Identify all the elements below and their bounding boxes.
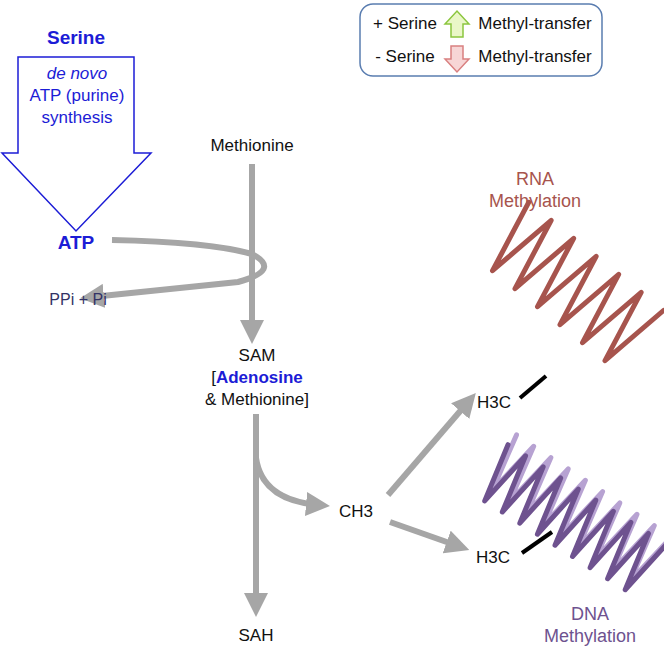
rna-strand: [493, 202, 664, 360]
flow-arrow: [253, 414, 259, 605]
legend-text: Methyl-transfer: [478, 14, 591, 34]
node-text: ATP (purine) synthesis: [22, 85, 132, 129]
legend-box: [360, 4, 602, 76]
node-heading: de novo: [22, 63, 132, 85]
down-arrow: [445, 46, 469, 72]
metabolite: SAH: [239, 626, 274, 646]
byproduct: PPi + Pi: [49, 290, 106, 309]
flow-arrow: [388, 402, 468, 495]
bracket: [: [211, 368, 216, 388]
methyl-bond: [522, 532, 552, 553]
methyl-group: H3C: [477, 393, 511, 413]
legend-text: Methyl-transfer: [478, 47, 591, 67]
metabolite: SAM: [239, 346, 276, 366]
methyl-group: H3C: [476, 548, 510, 568]
target-label: DNA Methylation: [535, 604, 645, 647]
metabolite: Methionine: [210, 136, 293, 156]
metabolite-part: & Methionine]: [205, 390, 309, 410]
flow-arrow: [92, 240, 264, 297]
flow-arrow: [256, 458, 318, 505]
flow-arrow: [390, 522, 458, 546]
methyl-bond: [520, 376, 546, 398]
metabolite-part: Adenosine: [216, 368, 303, 388]
target-label: RNA Methylation: [480, 169, 590, 212]
metabolite: Serine: [47, 27, 105, 50]
metabolite: ATP: [58, 232, 95, 255]
legend-text: + Serine: [373, 14, 437, 34]
methyl-group: CH3: [339, 502, 373, 522]
flow-arrow: [249, 164, 255, 332]
legend-text: - Serine: [375, 47, 435, 67]
dna-strand: [485, 445, 664, 590]
up-arrow: [445, 11, 469, 37]
synthesis-arrow: de novoATP (purine) synthesis: [0, 55, 154, 235]
